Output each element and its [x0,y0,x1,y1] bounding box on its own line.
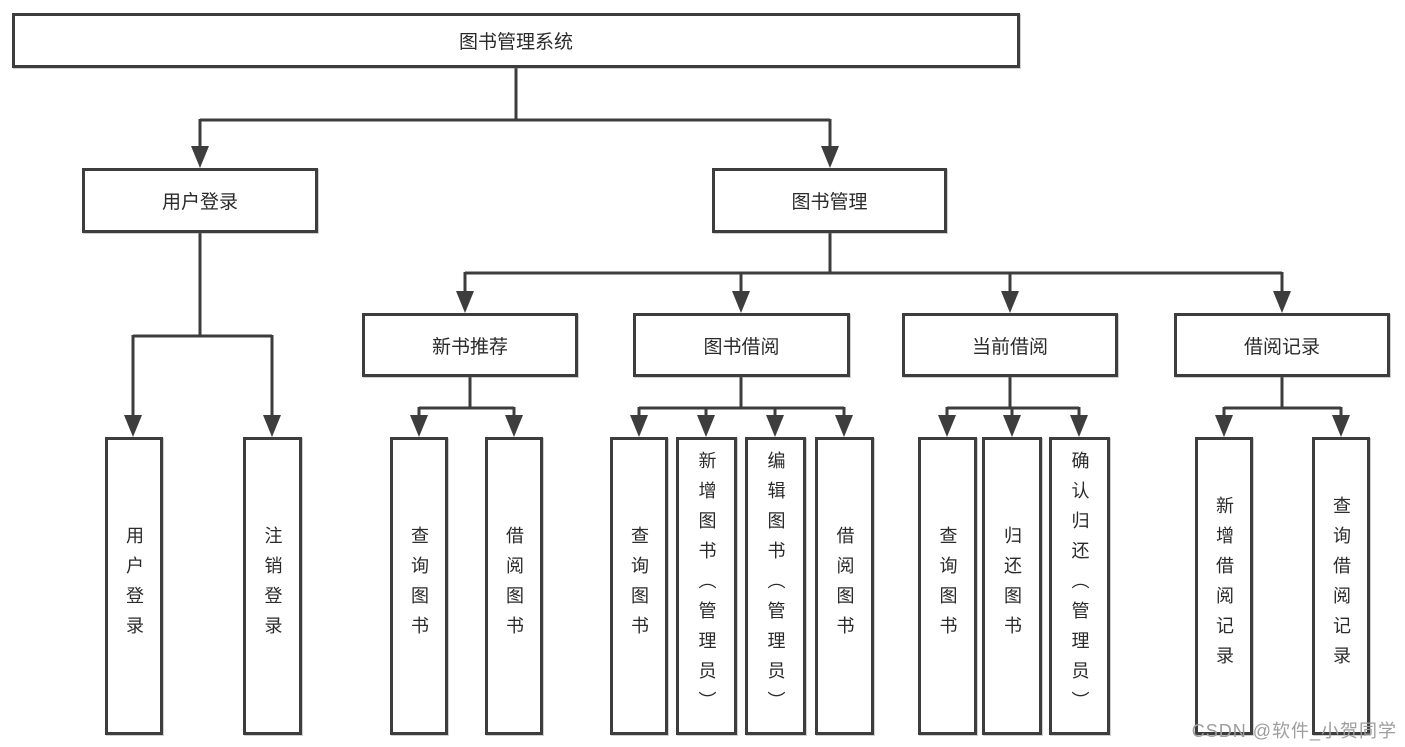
leaf-record-add-record: 新增借阅记录 [1195,437,1253,735]
connector-group [131,68,1343,417]
leaf-user-login: 用户登录 [105,437,163,735]
node-root: 图书管理系统 [12,13,1020,68]
leaf-borrow-query-book: 查询图书 [610,437,668,735]
leaf-current-confirm-return-admin: 确认归还（管理员） [1049,437,1110,735]
arrowheads [124,146,1350,437]
node-book-borrow: 图书借阅 [633,313,850,377]
leaf-current-return-book: 归还图书 [982,437,1042,735]
node-book-management: 图书管理 [712,168,947,233]
node-user-login: 用户登录 [82,168,318,233]
node-borrow-record: 借阅记录 [1174,313,1390,377]
leaf-recommend-borrow-book: 借阅图书 [485,437,543,735]
leaf-logout: 注销登录 [243,437,302,735]
node-current-borrow: 当前借阅 [902,313,1118,377]
leaf-borrow-edit-book-admin: 编辑图书（管理员） [745,437,806,735]
leaf-record-query-record: 查询借阅记录 [1312,437,1370,735]
leaf-recommend-query-book: 查询图书 [390,437,448,735]
leaf-borrow-borrow-book: 借阅图书 [815,437,874,735]
node-new-book-recommend: 新书推荐 [362,313,578,377]
csdn-watermark: CSDN @软件_小贺同学 [1191,721,1397,741]
leaf-borrow-add-book-admin: 新增图书（管理员） [676,437,737,735]
leaf-current-query-book: 查询图书 [918,437,977,735]
